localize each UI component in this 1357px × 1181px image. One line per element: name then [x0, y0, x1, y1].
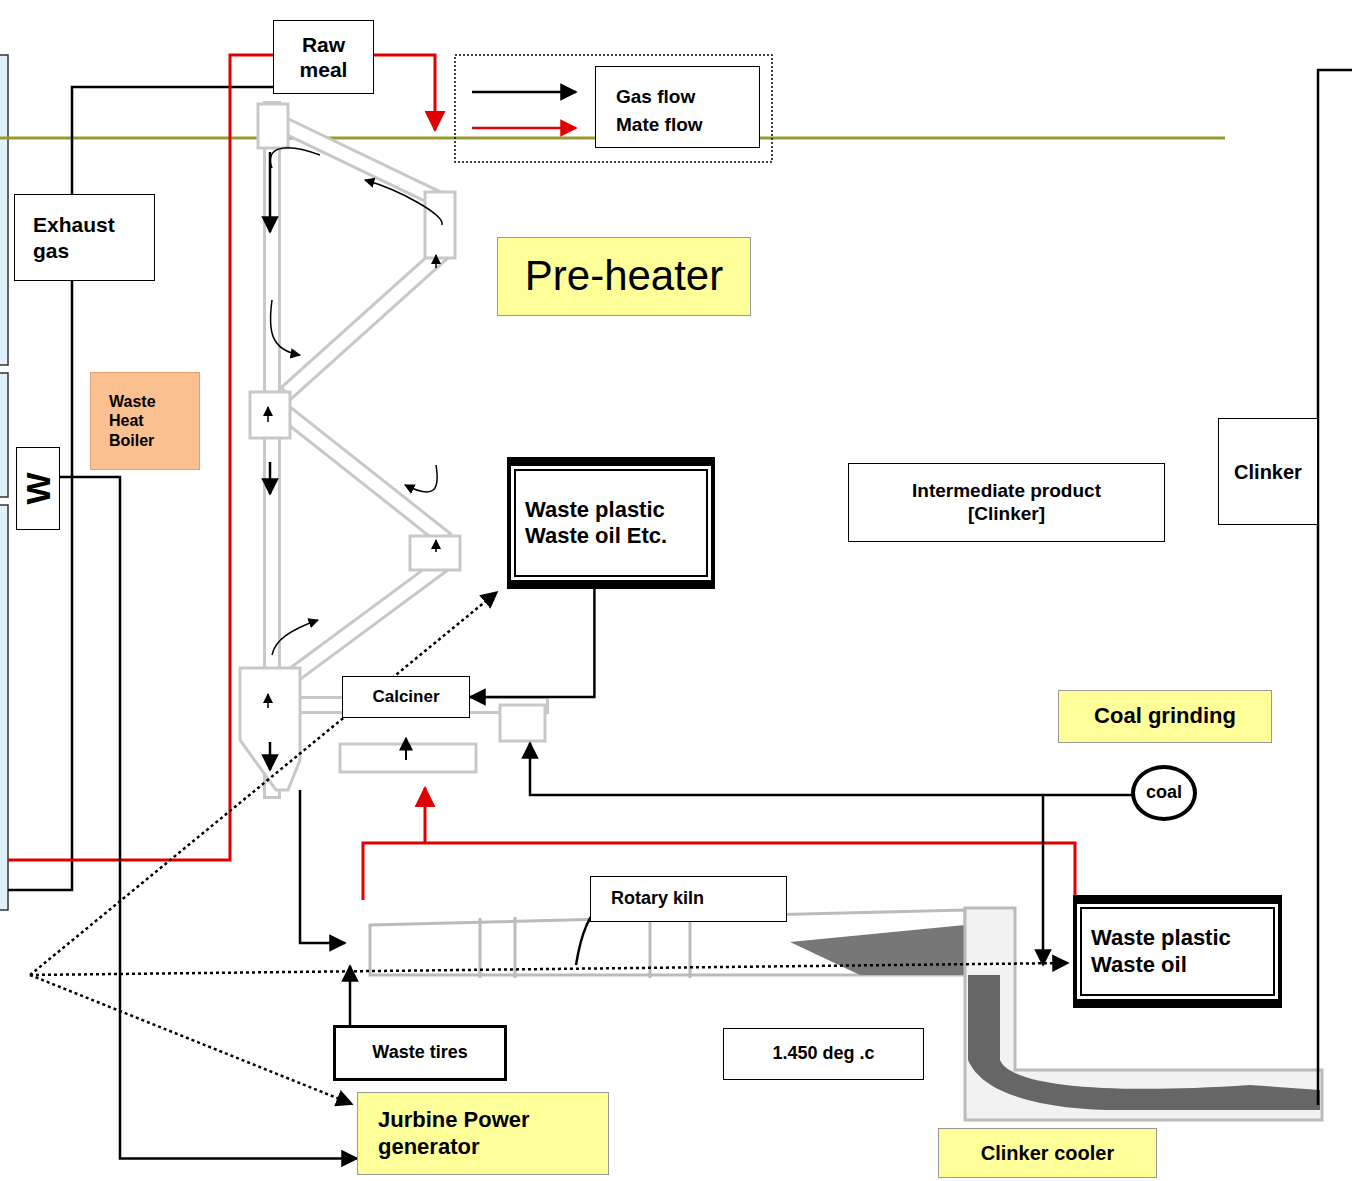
product-box: Clinker: [1218, 418, 1318, 525]
material-box: Raw meal: [273, 20, 374, 94]
product-box: Intermediate product [Clinker]: [848, 463, 1165, 542]
box-text: Waste tires: [344, 1042, 496, 1064]
legend-frame: [455, 55, 772, 162]
dotted-pointer: [30, 592, 1068, 1104]
section-title-box: Jurbine Power generator: [357, 1092, 609, 1175]
box-text: Waste plastic Waste oil Etc.: [525, 497, 697, 550]
box-text: Clinker: [1227, 460, 1309, 484]
box-text: 1.450 deg .c: [732, 1043, 915, 1065]
legend: Gas flowMate flow: [595, 66, 760, 148]
box-text: Intermediate product [Clinker]: [889, 480, 1124, 526]
box-text: W: [18, 469, 59, 507]
box-text: Raw meal: [282, 32, 365, 82]
side-box: W: [16, 447, 60, 530]
fuel-box: Waste plastic Waste oil: [1073, 895, 1282, 1008]
legend-text: Gas flow: [616, 83, 759, 111]
temperature-label: 1.450 deg .c: [723, 1028, 924, 1080]
waste-fuel-line: [424, 788, 427, 843]
coal-line: [1042, 795, 1045, 965]
box-text: Coal grinding: [1067, 703, 1263, 729]
fuel-box: Waste tires: [333, 1025, 507, 1081]
waste-tires-line: [349, 966, 352, 1025]
gas-box: Exhaust gas: [14, 194, 155, 281]
box-text: Clinker cooler: [947, 1141, 1148, 1165]
process-box: Calciner: [342, 676, 470, 718]
clinker-line: [1318, 70, 1352, 1105]
fuel-circle: coal: [1131, 765, 1197, 821]
side-panel: [0, 55, 8, 365]
side-panel: [0, 373, 8, 497]
exhaust-gas-line: [8, 87, 273, 890]
box-text: coal: [1137, 782, 1191, 804]
raw-meal-line: [8, 55, 273, 860]
flow-connector: [470, 589, 594, 697]
box-text: Exhaust gas: [33, 212, 136, 262]
box-text: Waste Heat Boiler: [109, 392, 181, 450]
section-title-box: Coal grinding: [1058, 690, 1272, 743]
coal-line: [530, 743, 1133, 795]
flow-connector: [60, 477, 357, 1158]
section-title-box: Pre-heater: [497, 237, 751, 316]
preheater-to-kiln-line: [300, 790, 345, 943]
raw-meal-line: [374, 55, 435, 130]
fuel-box: Waste plastic Waste oil Etc.: [507, 457, 715, 589]
box-text: Rotary kiln: [611, 888, 766, 910]
box-text: Pre-heater: [506, 251, 742, 301]
boiler-box: Waste Heat Boiler: [90, 372, 200, 470]
box-text: Calciner: [351, 687, 461, 707]
box-text: Jurbine Power generator: [378, 1107, 588, 1160]
section-title-box: Clinker cooler: [938, 1128, 1157, 1178]
legend-gas-sample: [472, 91, 576, 94]
legend-text: Mate flow: [616, 111, 759, 139]
preheater-outline: [240, 104, 545, 790]
side-panel: [0, 505, 8, 910]
box-text: Waste plastic Waste oil: [1091, 925, 1264, 978]
equipment-label: Rotary kiln: [590, 876, 787, 922]
legend-material-sample: [472, 127, 576, 130]
